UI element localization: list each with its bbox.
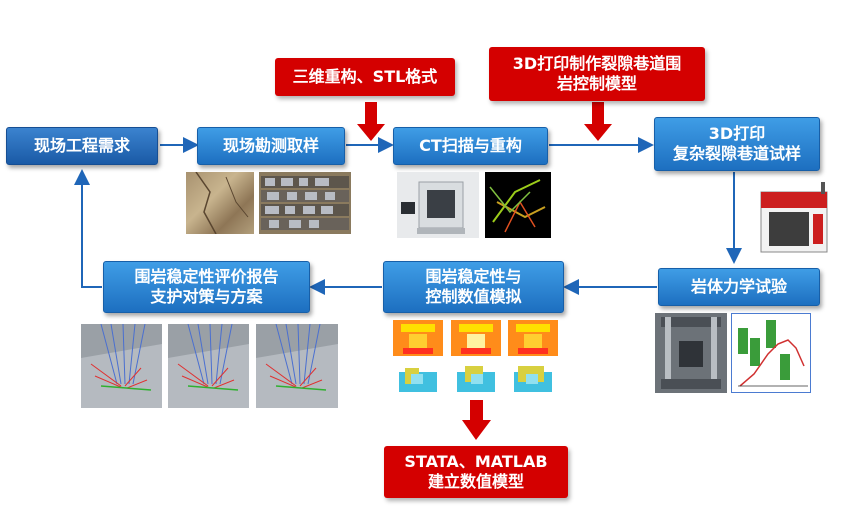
- simulation-model-1: [393, 362, 443, 398]
- node-numerical-simulation: 围岩稳定性与 控制数值模拟: [383, 261, 564, 313]
- node-3d-print-sample: 3D打印 复杂裂隙巷道试样: [654, 117, 820, 171]
- simulation-model-2: [451, 362, 501, 398]
- node-mechanics-test: 岩体力学试验: [658, 268, 820, 306]
- red-arrow-stl: [357, 102, 385, 141]
- callout-matlab-model: STATA、MATLAB 建立数值模型: [384, 446, 568, 498]
- node-eval-line1: 围岩稳定性评价报告: [134, 267, 279, 286]
- callout-matlab-line2: 建立数值模型: [427, 472, 524, 491]
- callout-stl-format: 三维重构、STL格式: [275, 58, 455, 96]
- node-mechanics-test-label: 岩体力学试验: [690, 277, 787, 296]
- stability-image-2: [168, 324, 249, 408]
- node-3d-print-line2: 复杂裂隙巷道试样: [672, 144, 801, 163]
- node-field-demand: 现场工程需求: [6, 127, 158, 165]
- simulation-contour-1: [393, 320, 443, 356]
- test-machine-photo: [655, 313, 727, 393]
- 3d-printer-photo: [755, 182, 835, 258]
- rock-outcrop-photo: [186, 172, 254, 234]
- red-arrow-matlab: [462, 400, 491, 440]
- red-arrow-model: [584, 102, 612, 141]
- node-numsim-line2: 控制数值模拟: [425, 287, 522, 306]
- simulation-contour-2: [451, 320, 501, 356]
- core-samples-photo: [259, 172, 351, 234]
- ct-reconstruction-image: [485, 172, 551, 238]
- simulation-contour-3: [508, 320, 558, 356]
- stability-image-3: [256, 324, 338, 408]
- node-ct-scan: CT扫描与重构: [393, 127, 548, 165]
- callout-3d-print-model: 3D打印制作裂隙巷道围 岩控制模型: [489, 47, 705, 101]
- node-field-demand-label: 现场工程需求: [33, 136, 130, 155]
- callout-model-line2: 岩控制模型: [556, 74, 637, 93]
- ct-scanner-photo: [397, 172, 479, 238]
- simulation-model-3: [508, 362, 558, 398]
- node-3d-print-line1: 3D打印: [708, 124, 766, 143]
- callout-matlab-line1: STATA、MATLAB: [404, 452, 548, 471]
- node-field-survey-label: 现场勘测取样: [222, 136, 319, 155]
- stability-image-1: [81, 324, 162, 408]
- node-numsim-line1: 围岩稳定性与: [425, 267, 522, 286]
- stress-strain-chart: [731, 313, 811, 393]
- node-eval-line2: 支护对策与方案: [150, 287, 263, 306]
- callout-model-line1: 3D打印制作裂隙巷道围: [512, 54, 682, 73]
- arrow-eval-to-demand: [74, 169, 102, 288]
- node-stability-evaluation: 围岩稳定性评价报告 支护对策与方案: [103, 261, 310, 313]
- node-ct-scan-label: CT扫描与重构: [419, 136, 522, 155]
- callout-stl-label: 三维重构、STL格式: [292, 67, 438, 86]
- node-field-survey: 现场勘测取样: [197, 127, 345, 165]
